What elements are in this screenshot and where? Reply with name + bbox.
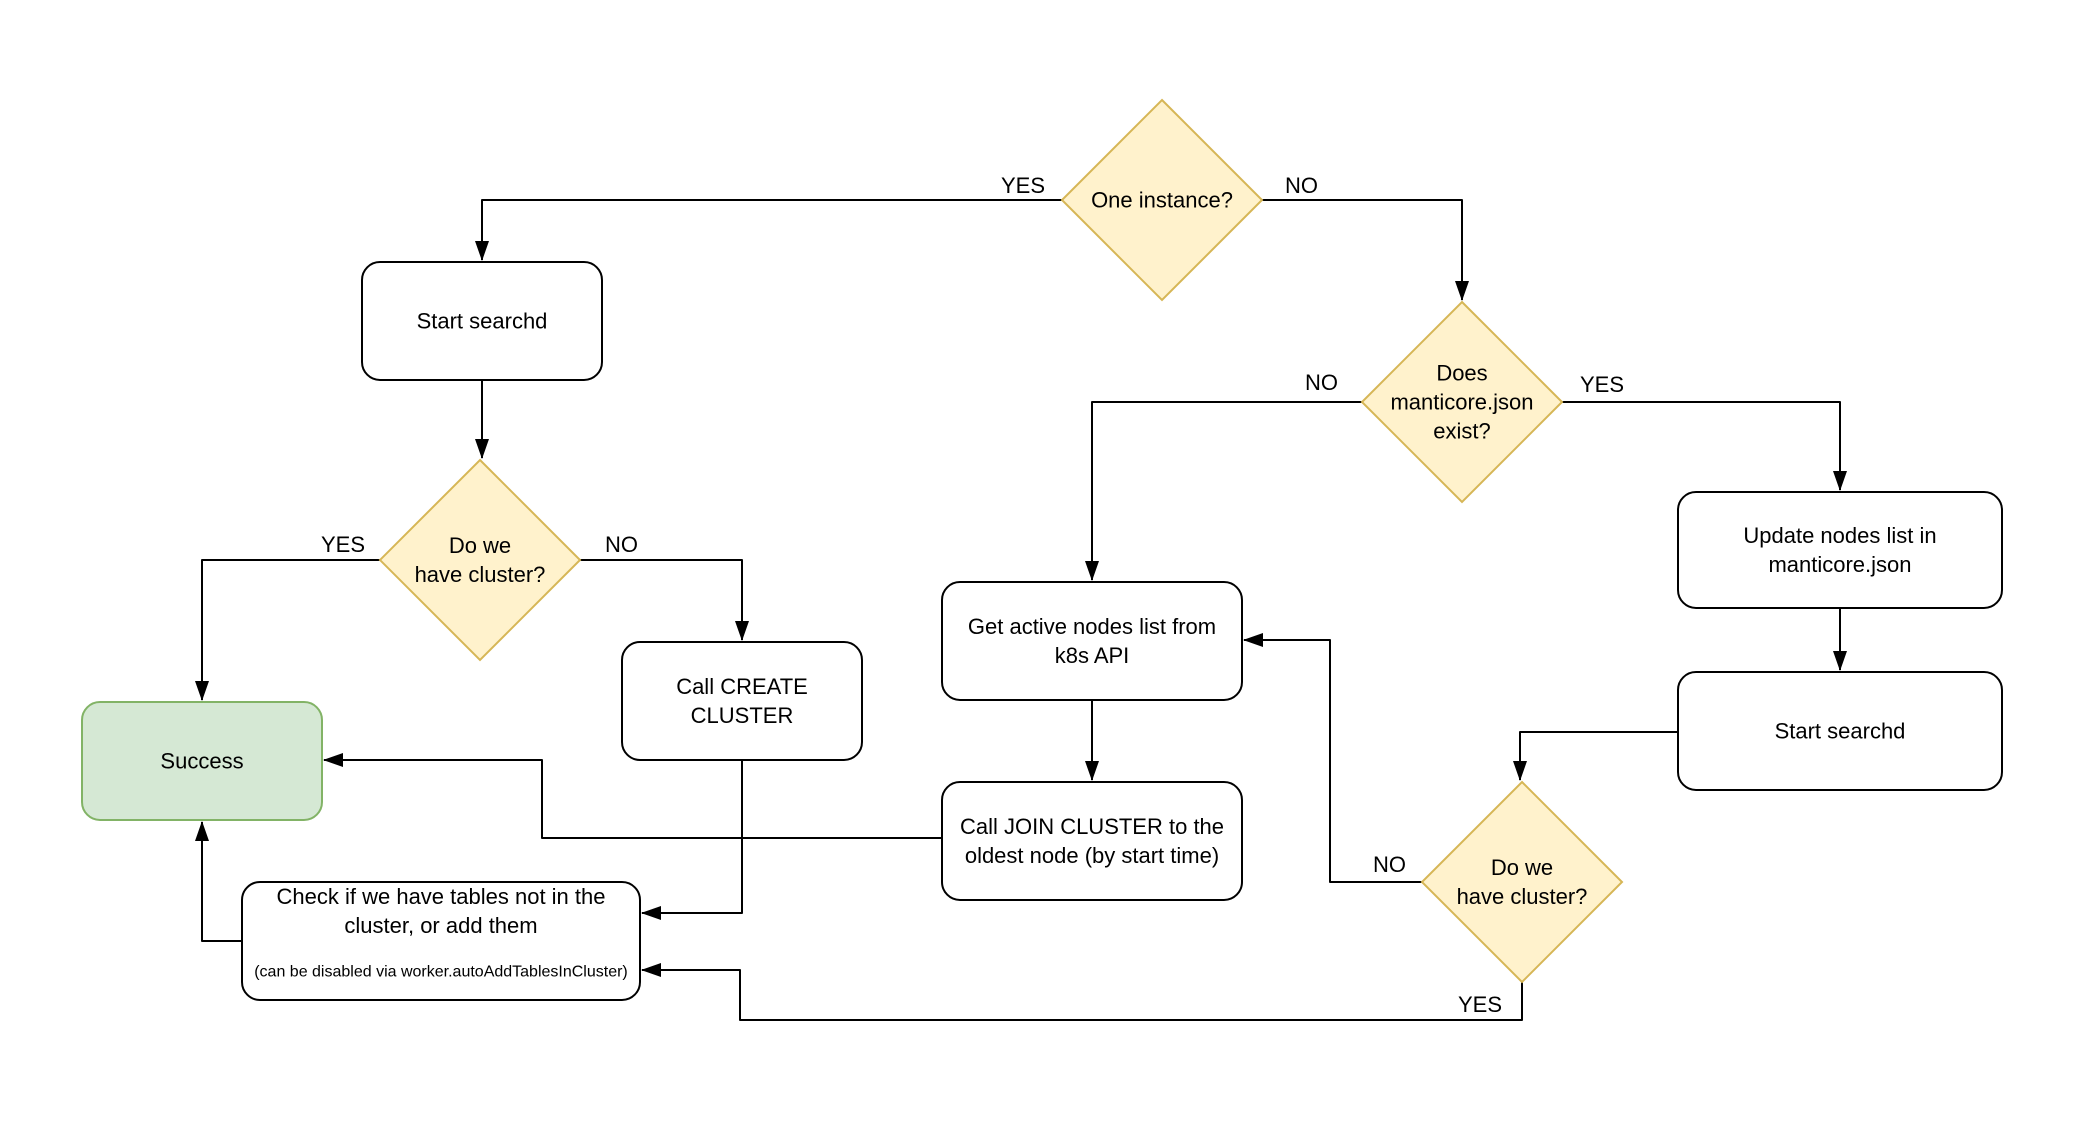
- edge-manticore-no: NO: [1085, 370, 1362, 581]
- update-nodes-box: [1677, 491, 2003, 609]
- edge-line-manticore-no: [1085, 401, 1362, 581]
- get-active-nodes-box: [941, 581, 1243, 701]
- have-cluster-right-diamond: [1420, 780, 1624, 984]
- node-start-searchd-right: Start searchd: [1677, 671, 2003, 791]
- success-label: Success: [160, 749, 243, 774]
- edge-label-manticore-yes: YES: [1580, 372, 1624, 397]
- edge-label-cluster-left-yes: YES: [321, 532, 365, 557]
- check-tables-note: (can be disabled via worker.autoAddTable…: [254, 964, 628, 981]
- start-searchd-right-label: Start searchd: [1775, 719, 1906, 744]
- edge-one-instance-yes: YES: [475, 173, 1062, 261]
- edge-label-cluster-right-yes: YES: [1458, 992, 1502, 1017]
- have-cluster-left-diamond: [378, 458, 582, 662]
- success-box: [81, 701, 323, 821]
- edge-cluster-right-yes: YES: [641, 963, 1523, 1021]
- one-instance-label: One instance?: [1091, 188, 1233, 213]
- edge-label-one-instance-no: NO: [1285, 173, 1318, 198]
- edge-line-startd-right-to-cluster: [1513, 731, 1678, 781]
- start-searchd-left-box: [361, 261, 603, 381]
- edge-line-one-instance-yes: [475, 199, 1062, 261]
- edge-label-one-instance-yes: YES: [1001, 173, 1045, 198]
- edge-label-cluster-right-no: NO: [1373, 852, 1406, 877]
- does-manticore-exist-diamond: [1360, 300, 1564, 504]
- edge-create-to-check: [641, 760, 743, 920]
- edge-cluster-left-no: NO: [580, 532, 749, 641]
- edge-line-cluster-right-no: [1243, 633, 1422, 883]
- edge-label-cluster-left-no: NO: [605, 532, 638, 557]
- node-success: Success: [81, 701, 323, 821]
- edge-line-cluster-left-yes: [195, 559, 380, 701]
- edge-manticore-yes: YES: [1562, 372, 1847, 491]
- start-searchd-left-label: Start searchd: [417, 309, 548, 334]
- edge-check-to-success: [195, 821, 242, 942]
- start-searchd-right-box: [1677, 671, 2003, 791]
- edge-line-check-to-success: [195, 821, 242, 942]
- edge-one-instance-no: NO: [1262, 173, 1469, 301]
- edge-line-cluster-left-no: [580, 559, 749, 641]
- node-start-searchd-left: Start searchd: [361, 261, 603, 381]
- check-tables-box: [241, 881, 641, 1001]
- edge-cluster-left-yes: YES: [195, 532, 380, 701]
- edge-line-cluster-right-yes: [641, 963, 1523, 1021]
- one-instance-diamond: [1060, 98, 1264, 302]
- edge-startd-right-to-cluster: [1513, 731, 1678, 781]
- edge-line-one-instance-no: [1262, 199, 1469, 301]
- node-one-instance: One instance?: [1060, 98, 1264, 302]
- edge-line-create-to-check: [641, 760, 743, 920]
- call-join-cluster-box: [941, 781, 1243, 901]
- call-create-cluster-box: [621, 641, 863, 761]
- edge-label-manticore-no: NO: [1305, 370, 1338, 395]
- edge-cluster-right-no: NO: [1243, 633, 1422, 883]
- edge-line-manticore-yes: [1562, 401, 1847, 491]
